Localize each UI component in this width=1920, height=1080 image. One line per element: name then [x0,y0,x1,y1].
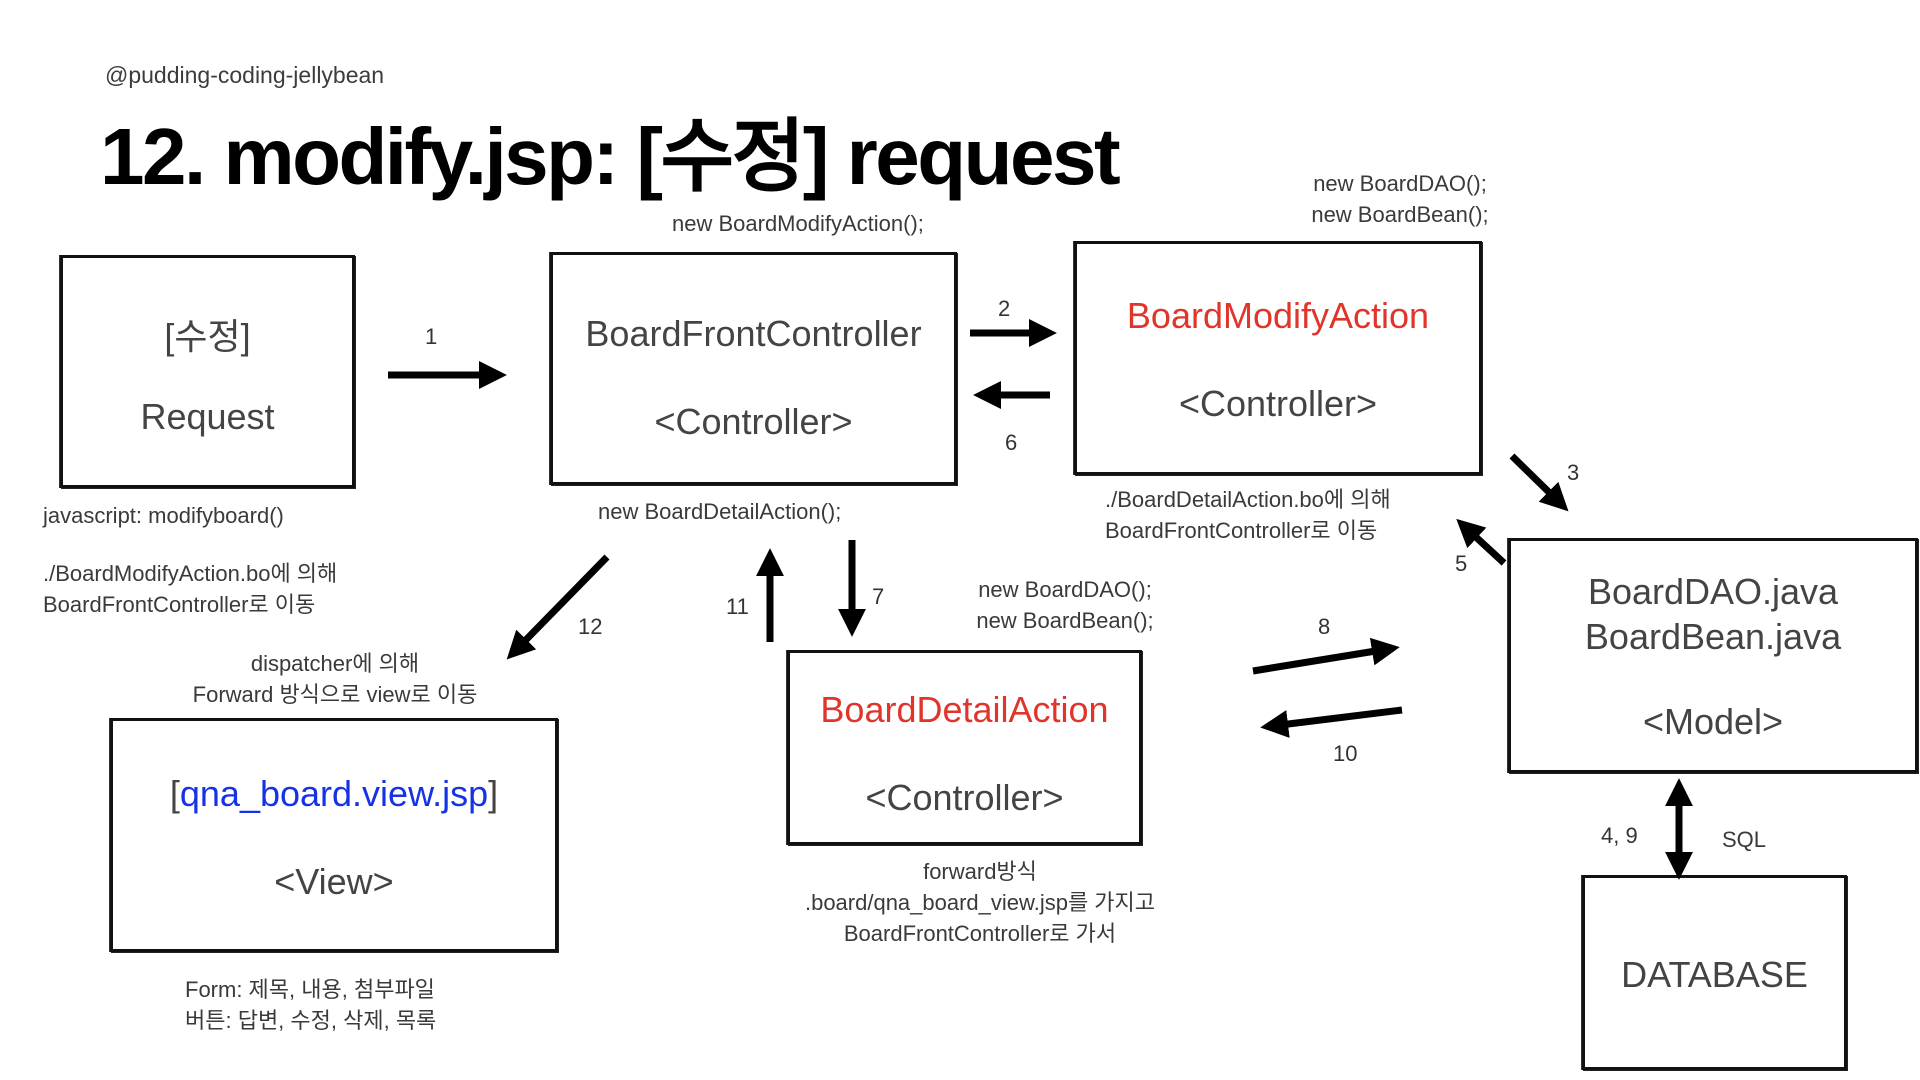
note-new-dao-mid-line2: new BoardBean(); [976,608,1154,633]
dao-label: BoardDAO.java [1587,571,1839,612]
note-sql: SQL [1722,827,1767,852]
arrow-5-dao-to-modify [1456,518,1507,566]
note-js-modify: javascript: modifyboard() [43,503,284,528]
note-forward: forward방식 .board/qna_board_view.jsp를 가지고… [770,856,1190,949]
request-label: [수정] [164,316,251,357]
note-form: Form: 제목, 내용, 첨부파일 버튼: 답변, 수정, 삭제, 목록 [185,974,436,1036]
step-label-10: 10 [1333,741,1358,766]
detail-action-box: BoardDetailAction <Controller> [787,650,1142,845]
bean-label: BoardBean.java [1584,616,1842,657]
arrow-8-detail-to-dao [1252,637,1400,675]
note-modify-bo-line2: BoardFrontController로 이동 [43,592,316,617]
arrow-10-dao-to-detail [1260,706,1403,738]
request-sublabel: Request [140,396,275,437]
author-handle: @pudding-coding-jellybean [105,62,385,88]
step-label-1: 1 [425,324,438,349]
database-box: DATABASE [1582,875,1847,1070]
modify-action-role: <Controller> [1178,383,1378,424]
note-form-line1: Form: 제목, 내용, 첨부파일 [185,977,435,1002]
note-dispatcher-line1: dispatcher에 의해 [250,651,420,676]
note-dispatcher: dispatcher에 의해 Forward 방식으로 view로 이동 [150,648,520,710]
step-label-6: 6 [1005,430,1018,455]
modify-action-label: BoardModifyAction [1126,295,1430,336]
detail-action-label: BoardDetailAction [820,689,1109,730]
note-dispatcher-line2: Forward 방식으로 view로 이동 [192,682,478,707]
database-label: DATABASE [1621,954,1808,995]
view-box: [qna_board.view.jsp] <View> [110,718,558,952]
step-label-4-9: 4, 9 [1601,823,1638,848]
note-form-line2: 버튼: 답변, 수정, 삭제, 목록 [185,1008,437,1033]
note-detail-bo: ./BoardDetailAction.bo에 의해 BoardFrontCon… [1105,484,1391,546]
detail-action-role: <Controller> [865,777,1064,818]
step-label-7: 7 [872,584,885,609]
step-label-3: 3 [1567,460,1580,485]
view-bracket-close: ] [488,773,499,814]
model-box: BoardDAO.java BoardBean.java <Model> [1508,538,1918,773]
note-detail-bo-line1: ./BoardDetailAction.bo에 의해 [1105,487,1391,512]
note-new-detail-action: new BoardDetailAction(); [598,499,842,524]
note-modify-bo-line1: ./BoardModifyAction.bo에 의해 [43,561,338,586]
note-new-dao-top: new BoardDAO(); new BoardBean(); [1295,168,1505,230]
request-box: [수정] Request [60,255,355,488]
arrow-12-front-to-view [506,554,610,660]
step-label-12: 12 [578,614,603,639]
note-forward-line3: BoardFrontController로 가서 [843,921,1117,946]
front-controller-box: BoardFrontController <Controller> [550,252,957,485]
view-bracket-open: [ [169,773,180,814]
model-role: <Model> [1642,701,1784,742]
note-new-dao-mid-line1: new BoardDAO(); [978,577,1152,602]
note-new-dao-top-line2: new BoardBean(); [1311,202,1489,227]
note-new-modify-action: new BoardModifyAction(); [672,211,924,236]
step-label-11: 11 [726,594,749,619]
note-detail-bo-line2: BoardFrontController로 이동 [1105,518,1378,543]
note-new-dao-mid: new BoardDAO(); new BoardBean(); [960,574,1170,636]
note-new-dao-top-line1: new BoardDAO(); [1313,171,1487,196]
front-controller-role: <Controller> [654,401,853,442]
note-modify-bo: ./BoardModifyAction.bo에 의해 BoardFrontCon… [43,558,337,620]
arrow-3-modify-to-dao [1509,453,1569,512]
view-label: [qna_board.view.jsp] [113,773,555,815]
page-title: 12. modify.jsp: [수정] request [100,112,1121,201]
view-file-name: qna_board.view.jsp [179,773,489,814]
step-label-5: 5 [1455,551,1468,576]
front-controller-label: BoardFrontController [585,313,922,354]
step-label-8: 8 [1318,614,1331,639]
step-label-2: 2 [998,296,1011,321]
modify-action-box: BoardModifyAction <Controller> [1074,241,1482,475]
view-role: <View> [274,861,394,902]
note-forward-line2: .board/qna_board_view.jsp를 가지고 [804,890,1156,915]
note-forward-line1: forward방식 [923,859,1037,884]
